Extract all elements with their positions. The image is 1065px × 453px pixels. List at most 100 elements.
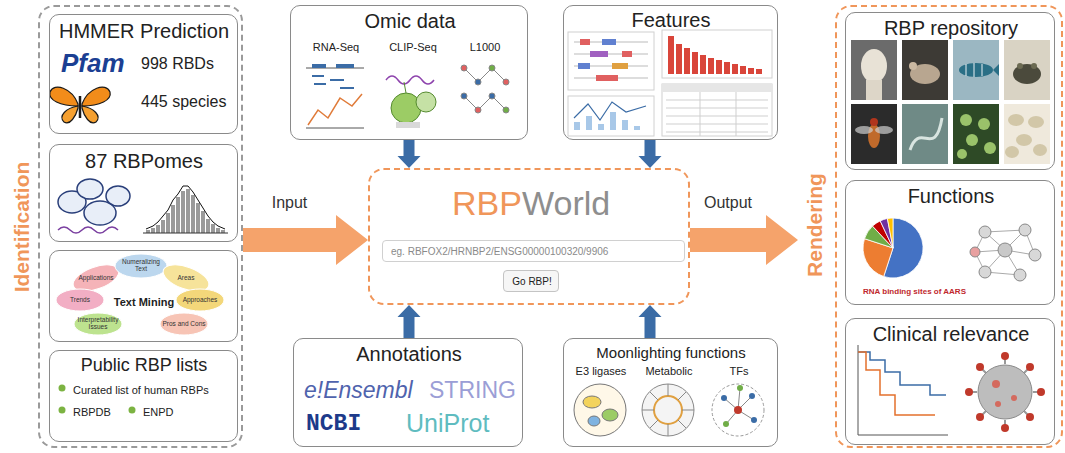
wheel-segment-label: Trends [57,297,103,304]
species-photos-part [1028,116,1044,128]
species-photos-part [851,104,897,164]
feature-thumbnails-part [596,75,618,81]
butterfly-icon-part [62,106,78,123]
rbpomes-box: 87 RBPomes [49,144,238,242]
rnaseq-icon-part [306,128,364,129]
survival-plot [858,345,948,435]
butterfly-icon-part [82,87,110,106]
virus-icon-part [1001,352,1009,360]
feature-thumbnails-part [668,36,762,74]
e3-ligase-icon-part [574,384,626,436]
button-label: Go RBP! [512,276,551,288]
metabolic-cycle-icon-part [642,384,694,436]
list-item: Curated list of human RBPs [73,384,209,397]
clipseq-icon-part [386,76,434,84]
pie-chart-part [880,219,893,249]
l1000-icon [461,65,509,113]
tf-network-icon-part [724,388,754,424]
histogram-icon-part [216,228,220,233]
rnaseq-icon [306,64,364,128]
species-photos-part [1016,134,1032,146]
wheel-segment-label: Pros and Cons [161,321,207,328]
histogram-icon-part [181,191,185,233]
clipseq-icon-part [391,93,421,123]
feature-thumbnails [568,30,772,136]
chart-caption: RNA binding sites of AARS [863,287,966,296]
tf-network-icon-part [737,385,743,391]
pie-chart-part [887,218,893,248]
e3-ligase-icon [574,384,626,436]
butterfly-icon-part [79,96,82,118]
species-photos-part [993,64,999,76]
species-photos-part [902,104,948,164]
bullet-dots-part [129,407,136,414]
feature-thumbnails-part [580,39,590,45]
box-title: Functions [908,185,995,208]
block-arrow [243,215,368,265]
arrow-label: Output [702,194,754,212]
species-photos-part [1033,144,1047,156]
interaction-network-part [1014,269,1026,281]
feature-thumbnails-part [662,30,772,78]
database-logo: NCBI [306,411,361,437]
histogram-icon-part [146,186,225,229]
species-photos-part [866,80,882,100]
species-photos [851,40,1050,164]
species-photos-part [861,49,887,83]
species-photos-part [953,40,999,100]
wheel-segment-label: Approaches [177,297,223,304]
dashed-frame [835,5,1063,448]
survival-plot-part [858,352,946,395]
repository-box: RBP repository [845,12,1055,170]
l1000-icon-part [503,79,509,85]
feature-thumbnails-part [574,112,640,130]
functions-box: FunctionsRNA binding sites of AARS [845,180,1055,305]
box-title: Clinical relevance [873,323,1030,346]
l1000-icon-part [489,93,495,99]
e3-ligase-icon-part [602,409,618,421]
l1000-icon-part [461,93,467,99]
feature-thumbnails-part [622,51,632,57]
omic-data-box: Omic dataRNA-SeqCLIP-SeqL1000 [290,5,528,140]
tf-network-icon-part [751,417,757,423]
feature-thumbnails-part [574,102,646,120]
bullet-dots-part [59,407,66,414]
interaction-network [970,224,1041,281]
logo-part: RBP [452,184,522,223]
survival-plot-part [858,345,948,435]
tf-network-icon-part [723,421,729,427]
species-photos-part [959,63,993,77]
box-title: Annotations [356,343,462,366]
virus-icon-part [969,356,1041,428]
text-mining-box: Text Mining [49,250,238,342]
box-title: Features [632,9,711,32]
species-photos-part [910,118,942,150]
rnaseq-icon-part [340,87,354,89]
tf-network-icon-part [721,395,727,401]
histogram-icon-part [206,219,210,233]
interaction-network-part [998,243,1012,257]
species-photos-part [870,118,878,126]
virus-icon-part [995,401,1001,407]
virus-icon-part [1001,424,1009,432]
database-logo: UniProt [406,409,489,438]
histogram-icon-part [171,205,175,233]
block-arrow [690,215,798,265]
histogram-icon-part [151,228,155,233]
box-title: HMMER Prediction [59,20,229,43]
box-title: RBP repository [884,17,1018,40]
interaction-network-part [979,266,991,278]
species-photos-part [875,126,893,134]
wheel-segment-label: Areas [163,275,209,282]
protein-complex-icon-part [106,186,130,206]
pfam-logo: Pfam [61,49,125,79]
text-mining-wheel-part [176,289,224,311]
rnaseq-icon-part [308,94,362,125]
virus-icon-part [992,380,1000,388]
interaction-network-part [970,247,980,257]
species-photos-part [1008,114,1024,126]
histogram-icon-part [186,189,190,233]
tf-network-icon-part [749,393,755,399]
species-photos-part [953,104,999,164]
